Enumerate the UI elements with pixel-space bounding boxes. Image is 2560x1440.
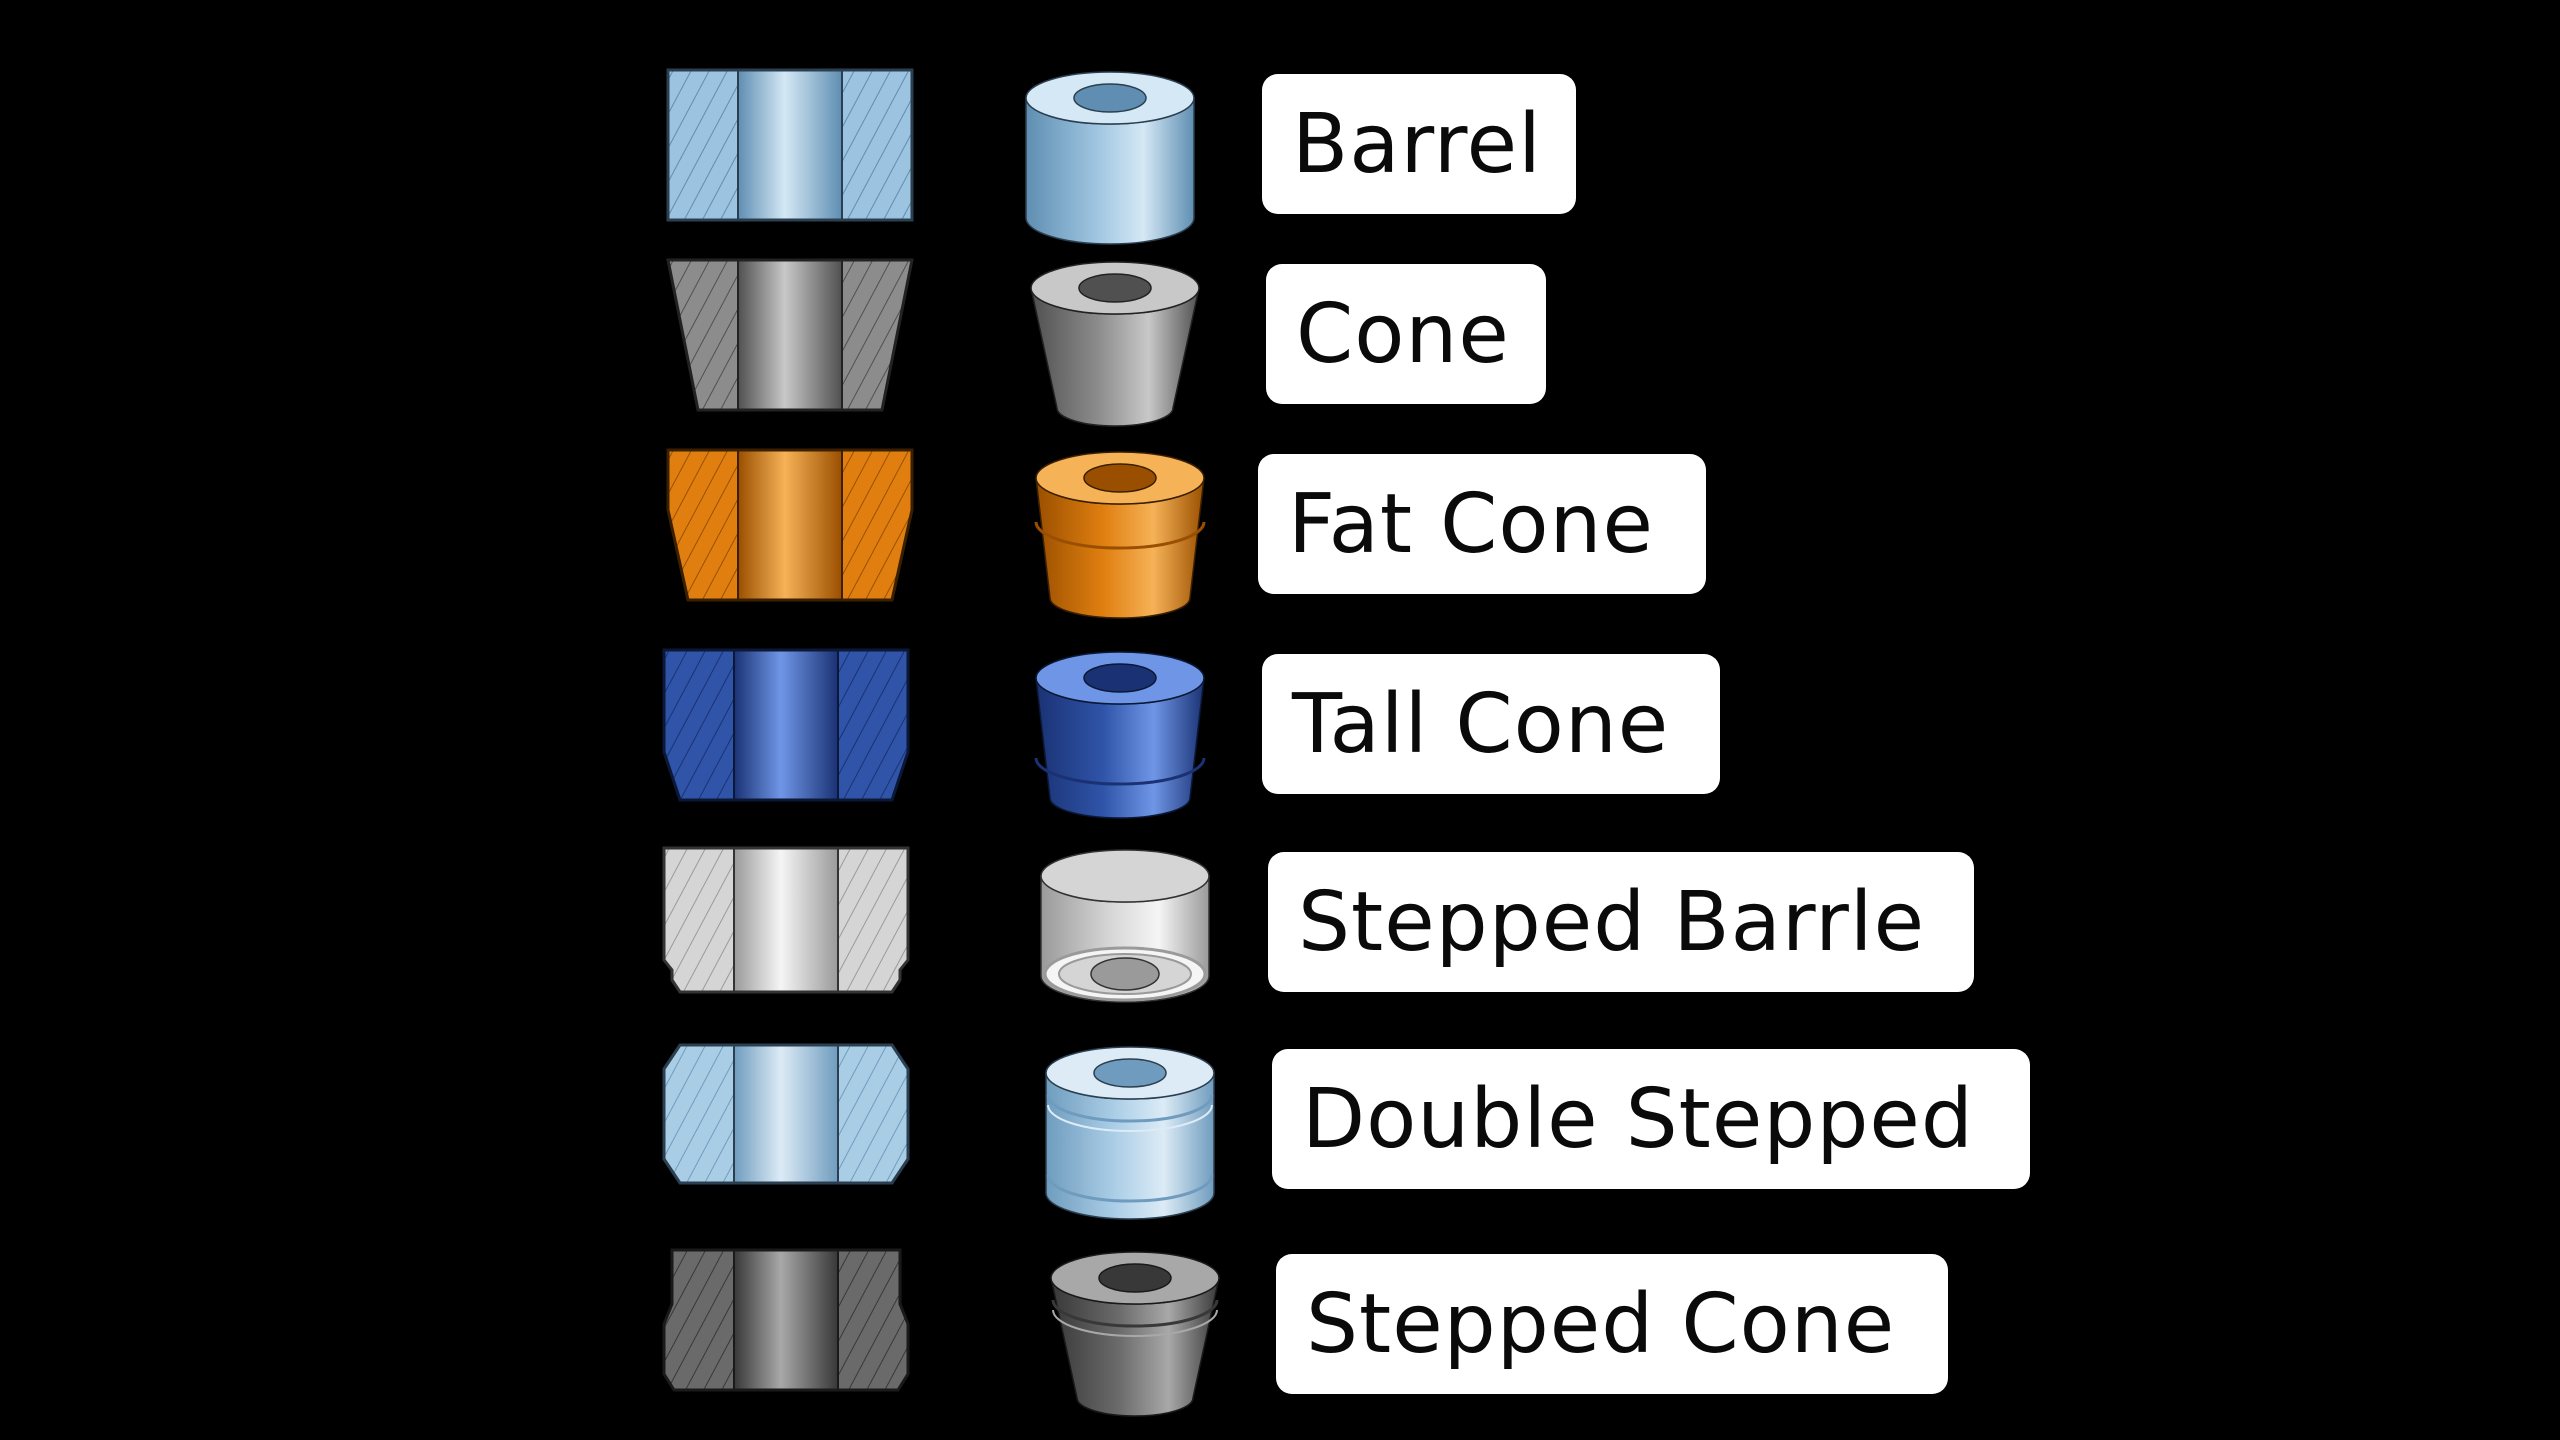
stepped-cone-3d-view — [1050, 1251, 1220, 1417]
bushing-row-fat-cone: Fat Cone — [0, 440, 2560, 619]
barrel-3d-view — [1025, 71, 1195, 245]
fat-cone-cross-section — [666, 448, 914, 602]
stepped-cone-cross-section — [662, 1248, 910, 1392]
bore-hole — [1083, 663, 1157, 693]
bore-hole — [1078, 273, 1152, 303]
bore-hole — [1093, 1058, 1167, 1088]
cone-cross-section — [666, 258, 914, 412]
bushing-row-double-stepped: Double Stepped — [0, 1035, 2560, 1220]
bore — [738, 450, 842, 600]
tall-cone-label: Tall Cone — [1262, 654, 1720, 794]
fat-cone-3d-view — [1034, 451, 1206, 619]
stepped-barrle-cross-section — [662, 846, 910, 994]
bore — [738, 70, 842, 220]
bore — [734, 848, 838, 992]
barrel-label: Barrel — [1262, 74, 1576, 214]
bore-hole — [1098, 1263, 1172, 1293]
bore-hole — [1083, 463, 1157, 493]
bushing-row-cone: Cone — [0, 250, 2560, 427]
tall-cone-cross-section — [662, 648, 910, 802]
bore — [738, 260, 842, 410]
double-stepped-3d-view — [1045, 1046, 1215, 1220]
bushing-row-barrel: Barrel — [0, 60, 2560, 245]
cone-label: Cone — [1266, 264, 1546, 404]
double-stepped-cross-section — [662, 1043, 910, 1185]
bushing-row-stepped-barrle: Stepped Barrle — [0, 838, 2560, 1008]
barrel-cross-section — [666, 68, 914, 222]
stepped-barrle-label: Stepped Barrle — [1268, 852, 1974, 992]
stepped-barrle-3d-view — [1040, 849, 1210, 1003]
double-stepped-label: Double Stepped — [1272, 1049, 2030, 1189]
bore-hole — [1073, 83, 1147, 113]
stepped-cone-label: Stepped Cone — [1276, 1254, 1948, 1394]
bore — [734, 650, 838, 800]
bore — [734, 1250, 838, 1390]
bushing-row-tall-cone: Tall Cone — [0, 640, 2560, 819]
bushing-row-stepped-cone: Stepped Cone — [0, 1240, 2560, 1417]
bore — [734, 1045, 838, 1183]
cone-3d-view — [1030, 261, 1200, 427]
fat-cone-label: Fat Cone — [1258, 454, 1706, 594]
tall-cone-3d-view — [1034, 651, 1206, 819]
